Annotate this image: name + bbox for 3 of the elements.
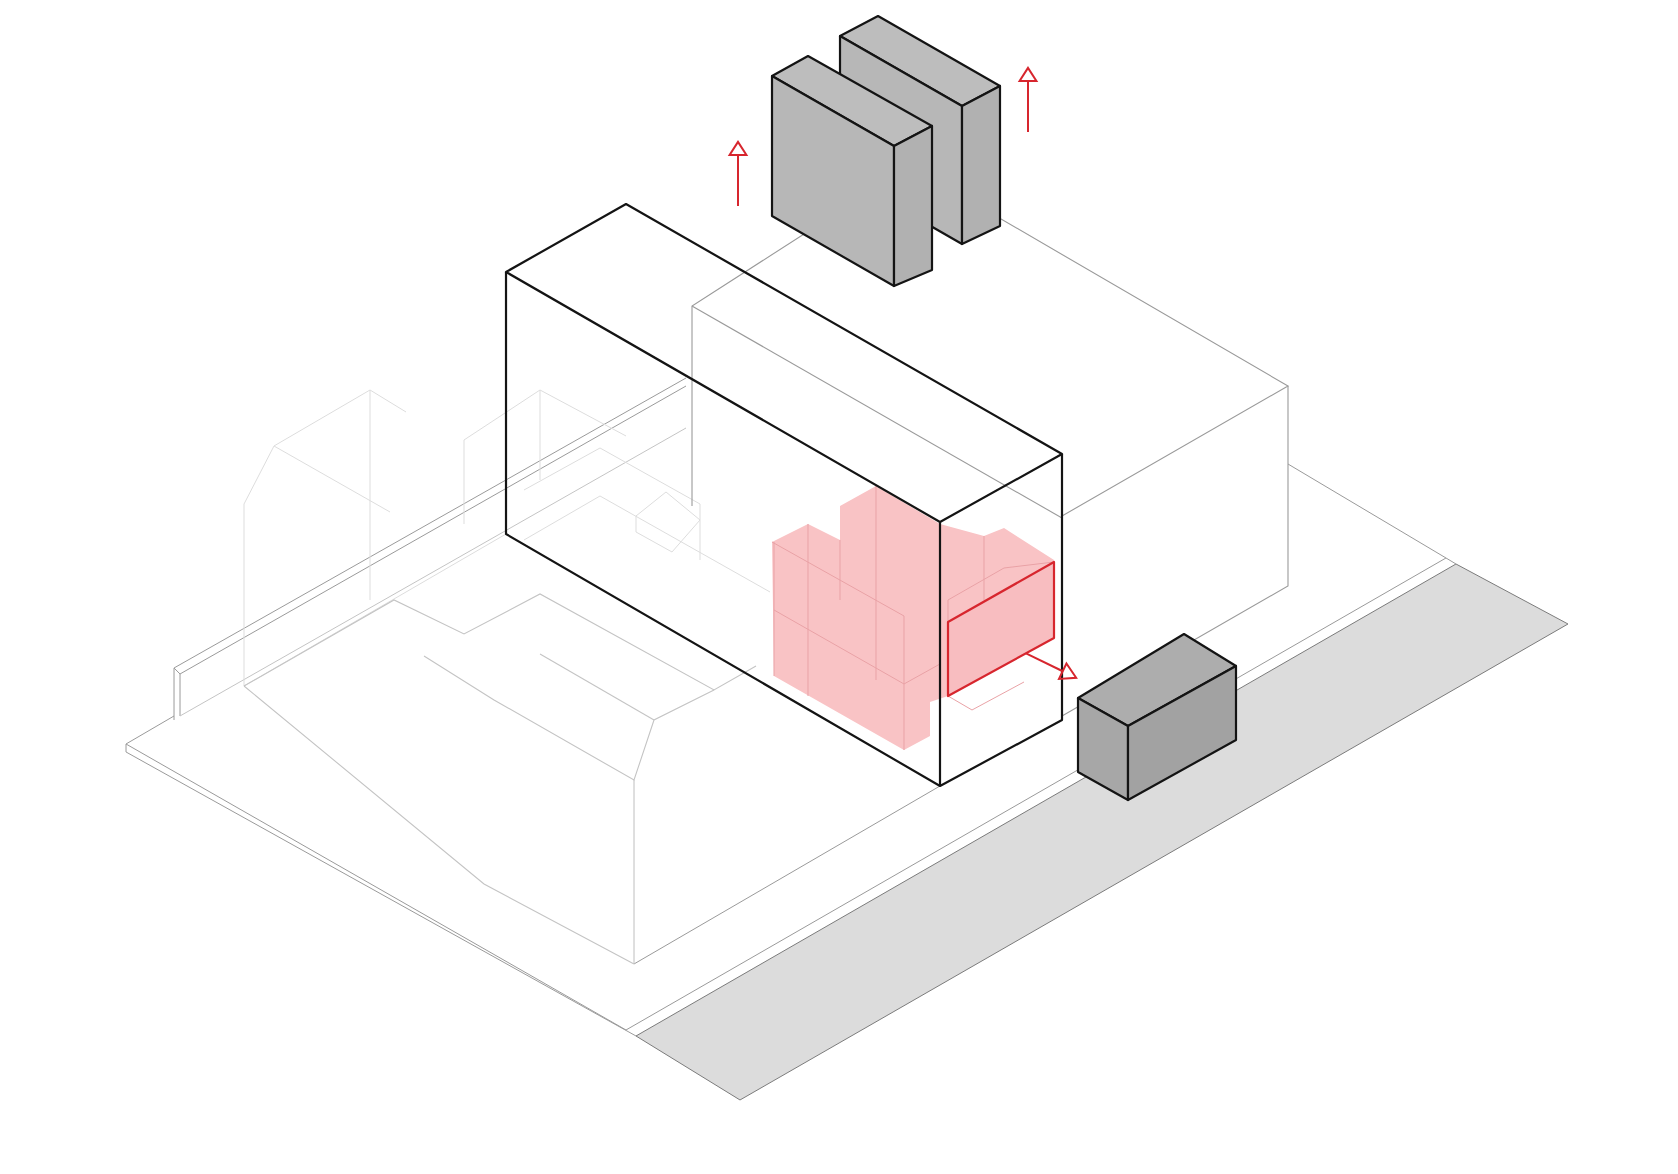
block — [770, 54, 934, 288]
block — [1076, 632, 1238, 802]
prism — [946, 560, 1056, 698]
